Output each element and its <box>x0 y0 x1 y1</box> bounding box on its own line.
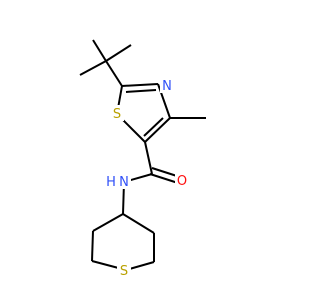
bond-tbu-methyl-top <box>92 39 107 62</box>
molecule-structure: N S O H N S <box>79 39 206 279</box>
nitrogen-label-thiazole: N <box>162 79 172 94</box>
sulfur-label-thiazole: S <box>113 107 121 122</box>
bond-c4-c5-outer <box>144 117 171 143</box>
bond-c2-n3-inner <box>125 89 157 93</box>
bond-c5-carbonyl <box>144 141 153 175</box>
n-thiazole-bg <box>160 77 174 93</box>
bond-c4-c5-inner <box>143 117 164 137</box>
bond-c2-n3-outer <box>121 83 159 87</box>
bond-thiane-c5-c4 <box>92 213 124 232</box>
bond-tbu-methyl-right <box>105 44 132 62</box>
nh-amide-bg <box>103 173 131 189</box>
bond-thiane-c4-c3 <box>122 213 155 234</box>
bond-tbu-methyl-left <box>79 60 107 76</box>
nitrogen-label-amide: N <box>119 175 129 190</box>
o-carbonyl-bg <box>175 172 189 188</box>
bond-carbonyl-o-1 <box>149 173 179 184</box>
s-thiazole-bg <box>110 105 124 121</box>
bond-thiane-c6-c5 <box>91 230 94 262</box>
oxygen-label-carbonyl: O <box>177 174 187 189</box>
s-thiane-bg <box>117 262 131 278</box>
sulfur-label-thiane: S <box>120 264 128 279</box>
atom-labels: N S O H N S <box>103 77 189 279</box>
bond-tbu-to-ring <box>105 60 123 87</box>
hydrogen-label-amide: H <box>106 175 116 190</box>
bonds <box>79 39 206 271</box>
